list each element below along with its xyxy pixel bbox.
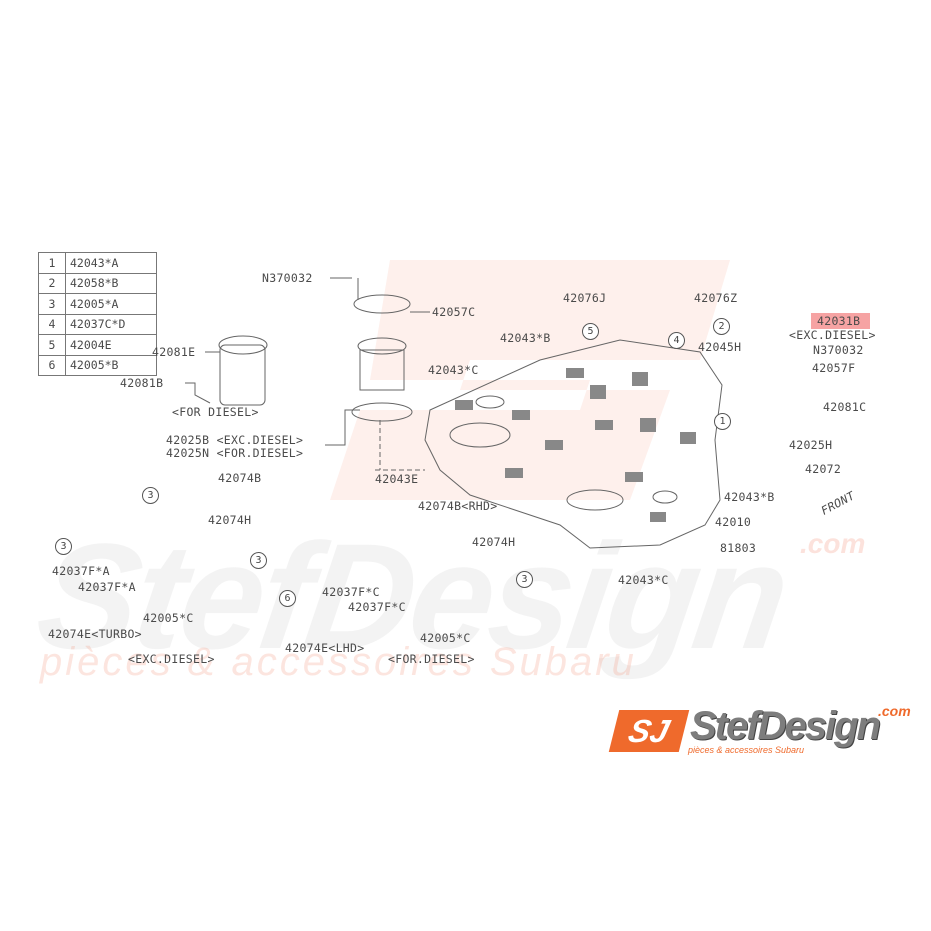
part-label: 42057C (432, 305, 476, 319)
note-label: <FOR DIESEL> (172, 405, 259, 419)
legend-num: 5 (48, 337, 56, 352)
part-label: 42081B (120, 376, 164, 390)
legend-part: 42005*A (65, 293, 157, 315)
part-label: 42037F*A (52, 564, 110, 578)
part-label: 42043*C (618, 573, 669, 587)
part-label: 42081C (823, 400, 867, 414)
part-label: 42074E<LHD> (285, 641, 365, 655)
part-label: 42043E (375, 472, 419, 486)
legend-row: 4 42037C*D (38, 313, 157, 335)
fuel-tank (424, 339, 723, 549)
callout-1: 1 (714, 413, 731, 430)
part-label: 42057F (812, 361, 856, 375)
callout-3: 3 (142, 487, 159, 504)
note-label: <EXC.DIESEL> (128, 652, 215, 666)
logo-com: .com (878, 703, 911, 719)
logo-mark: SJ (608, 710, 690, 752)
legend-row: 2 42058*B (38, 272, 157, 294)
part-label: 42037F*C (348, 600, 406, 614)
watermark-tagline: pièces & accessoires Subaru (40, 640, 637, 684)
part-label: 42074H (472, 535, 516, 549)
part-label: 42074H (208, 513, 252, 527)
part-label: 42005*C (420, 631, 471, 645)
legend-table: 1 42043*A 2 42058*B 3 42005*A 4 42037C*D 5 42… (38, 252, 157, 376)
part-label: 42025H (789, 438, 833, 452)
legend-row: 5 42004E (38, 334, 157, 356)
callout-6: 6 (279, 590, 296, 607)
part-label: 42005*C (143, 611, 194, 625)
part-label: 81803 (720, 541, 757, 555)
note-label: <EXC.DIESEL> (789, 328, 876, 342)
legend-part: 42005*B (65, 354, 157, 376)
part-label: 42025B <EXC.DIESEL> (166, 433, 304, 447)
part-label: 42074B (218, 471, 262, 485)
watermark-sj-logo (330, 260, 730, 500)
part-label: 42076J (563, 291, 607, 305)
part-label: 42074E<TURBO> (48, 627, 142, 641)
logo-tagline: pièces & accessoires Subaru (688, 745, 805, 755)
part-label: 42037F*A (78, 580, 136, 594)
part-label: N370032 (813, 343, 864, 357)
part-label: 42072 (805, 462, 842, 476)
legend-part: 42058*B (65, 272, 157, 294)
part-label: N370032 (262, 271, 313, 285)
part-label: 42025N <FOR.DIESEL> (166, 446, 304, 460)
callout-2: 2 (713, 318, 730, 335)
callout-3: 3 (55, 538, 72, 555)
highlighted-part[interactable]: 42031B (811, 313, 871, 329)
part-label: 42037F*C (322, 585, 380, 599)
part-label: 42081E (152, 345, 196, 359)
legend-row: 3 42005*A (38, 293, 157, 315)
legend-part: 42043*A (65, 252, 157, 274)
legend-row: 1 42043*A (38, 252, 157, 274)
part-label: 42076Z (694, 291, 738, 305)
part-label: 42043*B (500, 331, 551, 345)
callout-3: 3 (516, 571, 533, 588)
part-label: 42074B<RHD> (418, 499, 498, 513)
legend-num: 1 (48, 255, 56, 270)
legend-num: 6 (48, 358, 56, 373)
legend-num: 2 (48, 276, 56, 291)
legend-num: 4 (48, 317, 56, 332)
callout-5: 5 (582, 323, 599, 340)
part-label-highlighted[interactable]: 42031B (811, 313, 871, 329)
tank-pads (455, 368, 696, 522)
watermark-com: .com (800, 528, 866, 559)
part-label: 42043*B (724, 490, 775, 504)
legend-num: 3 (48, 296, 56, 311)
part-label: 42043*C (428, 363, 479, 377)
callout-3: 3 (250, 552, 267, 569)
logo-name: StefDesign (690, 704, 881, 748)
note-label: <FOR.DIESEL> (388, 652, 475, 666)
legend-row: 6 42005*B (38, 354, 157, 376)
part-label: 42045H (698, 340, 742, 354)
legend-part: 42004E (65, 334, 157, 356)
legend-part: 42037C*D (65, 313, 157, 335)
part-label: 42010 (715, 515, 752, 529)
callout-4: 4 (668, 332, 685, 349)
